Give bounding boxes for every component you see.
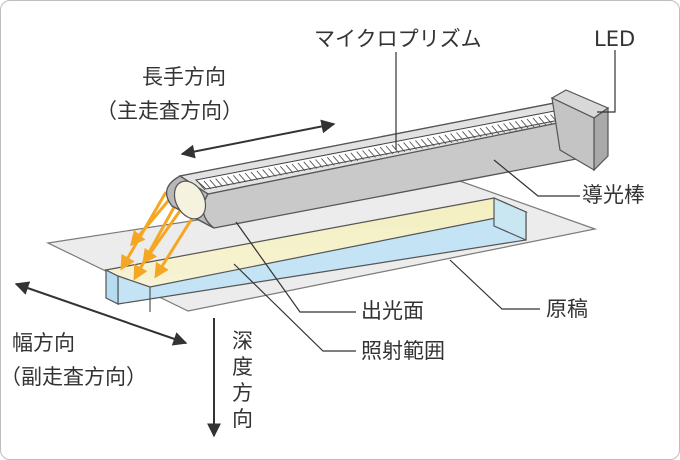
microprism-tick xyxy=(444,134,453,144)
microprism-tick xyxy=(526,118,535,128)
microprism-tick xyxy=(279,166,288,175)
microprism-tick xyxy=(438,135,447,145)
microprism-tick xyxy=(297,162,306,172)
microprism-tick xyxy=(509,122,517,131)
microprism-ticks xyxy=(197,109,582,191)
label-microprism: マイクロプリズム xyxy=(314,27,482,51)
label-longitudinal: 長手方向 xyxy=(142,65,226,89)
microprism-tick xyxy=(356,151,364,160)
microprism-tick xyxy=(362,150,370,159)
led-block xyxy=(550,89,610,172)
microprism-tick xyxy=(262,169,270,178)
irradiation-right-face xyxy=(493,197,527,241)
microprism-tick xyxy=(238,173,247,183)
microprism-tick xyxy=(544,115,552,124)
microprism-tick xyxy=(197,181,206,191)
microprism-tick xyxy=(268,168,276,177)
width-arrow xyxy=(14,281,188,346)
microprism-tick xyxy=(479,127,488,137)
label-light-guide: 導光棒 xyxy=(582,183,645,207)
microprism-tick xyxy=(309,160,317,169)
microprism-tick xyxy=(274,167,282,176)
microprism-tick xyxy=(426,137,435,147)
label-depth-char-1: 深 xyxy=(232,329,253,353)
microprism-tick xyxy=(520,119,529,129)
microprism-tick xyxy=(373,148,382,157)
label-led: LED xyxy=(594,27,635,51)
microprism-tick xyxy=(338,154,347,164)
microprism-tick xyxy=(497,124,505,133)
longitudinal-arrow xyxy=(180,119,336,159)
microprism-tick xyxy=(397,143,406,153)
microprism-tick xyxy=(379,146,388,156)
microprism-tick xyxy=(503,123,511,132)
label-exit-face: 出光面 xyxy=(361,299,424,323)
microprism-tick xyxy=(491,125,500,135)
microprism-tick xyxy=(244,172,253,182)
label-irradiation-area: 照射範囲 xyxy=(361,339,445,363)
label-document: 原稿 xyxy=(546,297,588,321)
leader-lines xyxy=(233,50,616,352)
label-depth-char-3: 方 xyxy=(232,381,253,405)
microprism-tick xyxy=(385,145,394,155)
microprism-tick xyxy=(485,126,494,136)
microprism-tick xyxy=(315,159,323,168)
microprism-tick xyxy=(215,178,223,187)
microprism-tick xyxy=(514,121,523,130)
microprism-tick xyxy=(326,157,335,166)
microprism-tick xyxy=(232,175,241,184)
microprism-tick xyxy=(538,116,547,126)
microprism-tick xyxy=(285,164,294,174)
label-depth-char-4: 向 xyxy=(232,407,253,431)
microprism-tick xyxy=(344,153,353,163)
exit-face-ellipse xyxy=(173,180,207,220)
microprism-tick xyxy=(368,149,376,158)
label-depth-char-2: 度 xyxy=(232,355,253,379)
microprism-tick xyxy=(256,170,265,180)
irradiation-top-face xyxy=(104,197,528,288)
microprism-tick xyxy=(209,179,218,189)
microprism-tick xyxy=(420,139,429,148)
label-width-direction-sub: （副走査方向） xyxy=(0,365,147,389)
microprism-tick xyxy=(227,176,235,185)
microprism-tick xyxy=(415,140,423,149)
microprism-tick xyxy=(467,130,476,139)
microprism-tick xyxy=(321,158,329,167)
microprism-tick xyxy=(532,117,541,127)
microprism-tick xyxy=(221,177,229,186)
microprism-tick xyxy=(350,152,359,162)
label-width-direction: 幅方向 xyxy=(12,331,75,355)
microprism-tick xyxy=(473,128,482,138)
label-longitudinal-sub: （主走査方向） xyxy=(96,99,243,123)
microprism-tick xyxy=(303,161,312,171)
microprism-tick xyxy=(456,132,464,141)
microprism-tick xyxy=(450,133,458,142)
microprism-tick xyxy=(409,141,417,150)
microprism-tick xyxy=(291,163,300,173)
microprism-tick xyxy=(403,142,411,151)
microprism-tick xyxy=(432,136,441,146)
microprism-tick xyxy=(203,180,212,190)
microprism-tick xyxy=(462,131,470,140)
microprism-tick xyxy=(250,171,259,181)
